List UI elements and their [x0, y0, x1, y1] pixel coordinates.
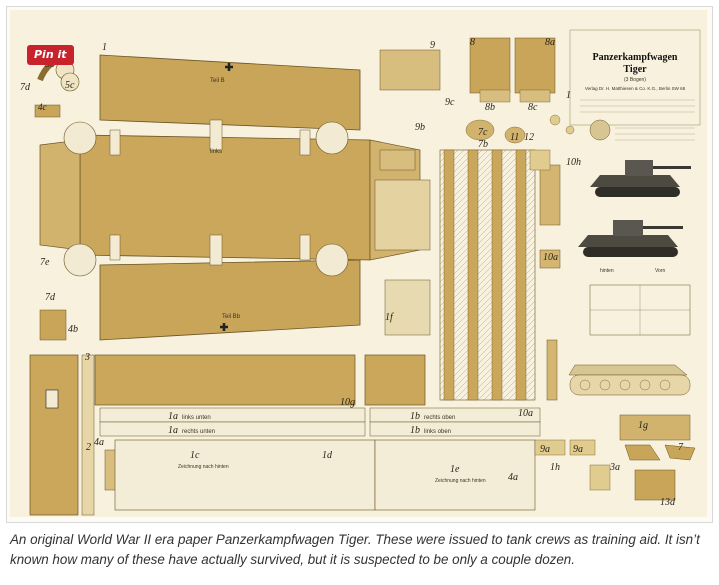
text-zeichnung-2: Zeichnung nach hinten: [435, 478, 486, 484]
small-detail-parts: 8a 8 8b 8c 7c 7b 11 12 10f 10h 10a: [465, 37, 581, 263]
part-10a: 10a: [543, 252, 558, 263]
header-sheets: (3 Bogen): [624, 77, 646, 83]
part-7e: 7e: [40, 257, 50, 268]
part-9c: 9c: [445, 97, 455, 108]
tank-illustration-top: [590, 160, 691, 197]
tank-illustration-bottom: [578, 220, 683, 257]
center-strips: 9 9b 9c 1f 10a: [374, 40, 561, 419]
part-13d: 13d: [660, 497, 676, 508]
part-3a: 3a: [609, 462, 620, 473]
part-1h: 1h: [550, 462, 560, 473]
part-10g: 10g: [340, 397, 355, 408]
header-subtitle: Tiger: [623, 64, 647, 75]
part-1c: 1c: [190, 450, 200, 461]
part-7: 7: [678, 442, 684, 453]
assembly-diagram: hinten Vorn: [568, 268, 691, 396]
part-1d: 1d: [322, 450, 333, 461]
info-panel: Panzerkampfwagen Tiger (3 Bogen) Verlag …: [569, 29, 701, 141]
part-1b: 1b: [410, 411, 420, 422]
part-7b: 7b: [478, 139, 488, 150]
center-label: links: [210, 149, 222, 155]
text-1b-2: links oben: [424, 429, 451, 435]
header-title: Panzerkampfwagen: [593, 52, 678, 63]
label-vorn: Vorn: [655, 268, 666, 274]
part-1g: 1g: [638, 420, 648, 431]
floor-label: Teil Bb: [222, 314, 241, 320]
label-hinten: hinten: [600, 268, 614, 274]
part-9b: 9b: [415, 122, 425, 133]
part-11: 11: [510, 132, 519, 143]
image-frame: Teil B Teil Bb links 5b 5c 7d 4c 7e: [6, 6, 713, 523]
part-9a-2: 9a: [573, 444, 583, 455]
part-8: 8: [470, 37, 475, 48]
part-1b-2: 1b: [410, 425, 420, 436]
image-caption: An original World War II era paper Panze…: [10, 532, 700, 567]
text-zeichnung-1: Zeichnung nach hinten: [178, 464, 229, 470]
part-8a: 8a: [545, 37, 555, 48]
part-4: 4a: [508, 472, 518, 483]
part-7c: 7c: [478, 127, 488, 138]
part-5c: 5c: [65, 80, 75, 91]
part-1e: 1e: [450, 464, 460, 475]
part-7d: 7d: [20, 82, 31, 93]
part-1a-2: 1a: [168, 425, 178, 436]
part-4c: 4c: [38, 102, 47, 112]
part-10a-bottom: 10a: [518, 408, 533, 419]
pinterest-pin-button[interactable]: Pin it: [27, 45, 74, 65]
roof-label: Teil B: [210, 78, 225, 84]
text-1a-2: rechts unten: [182, 429, 215, 435]
part-1: 1: [102, 42, 107, 53]
paper-model-sheet: Teil B Teil Bb links 5b 5c 7d 4c 7e: [10, 10, 707, 517]
sheet-artwork: Teil B Teil Bb links 5b 5c 7d 4c 7e: [10, 10, 707, 517]
part-1f: 1f: [385, 312, 394, 323]
text-1a-1: links unten: [182, 415, 211, 421]
part-1a: 1a: [168, 411, 178, 422]
publisher: Verlag Dr. H. Matthiesen & Co. K.G., Ber…: [585, 86, 686, 91]
part-8b: 8b: [485, 102, 495, 113]
part-9: 9: [430, 40, 435, 51]
part-8c: 8c: [528, 102, 538, 113]
part-7d-2: 7d: [45, 292, 56, 303]
part-4b: 4b: [68, 324, 78, 335]
part-3: 3: [84, 352, 90, 363]
bottom-right-parts: 1g 7 13d 3a 9a 9a 1h 4a: [508, 414, 696, 508]
text-1b-1: rechts oben: [424, 415, 455, 421]
part-4a: 4a: [94, 437, 104, 448]
part-12: 12: [524, 132, 534, 143]
part-2: 2: [86, 442, 91, 453]
track-strips: 1a links unten 1a rechts unten 1b rechts…: [94, 354, 541, 511]
part-10h: 10h: [566, 157, 581, 168]
part-9a: 9a: [540, 444, 550, 455]
